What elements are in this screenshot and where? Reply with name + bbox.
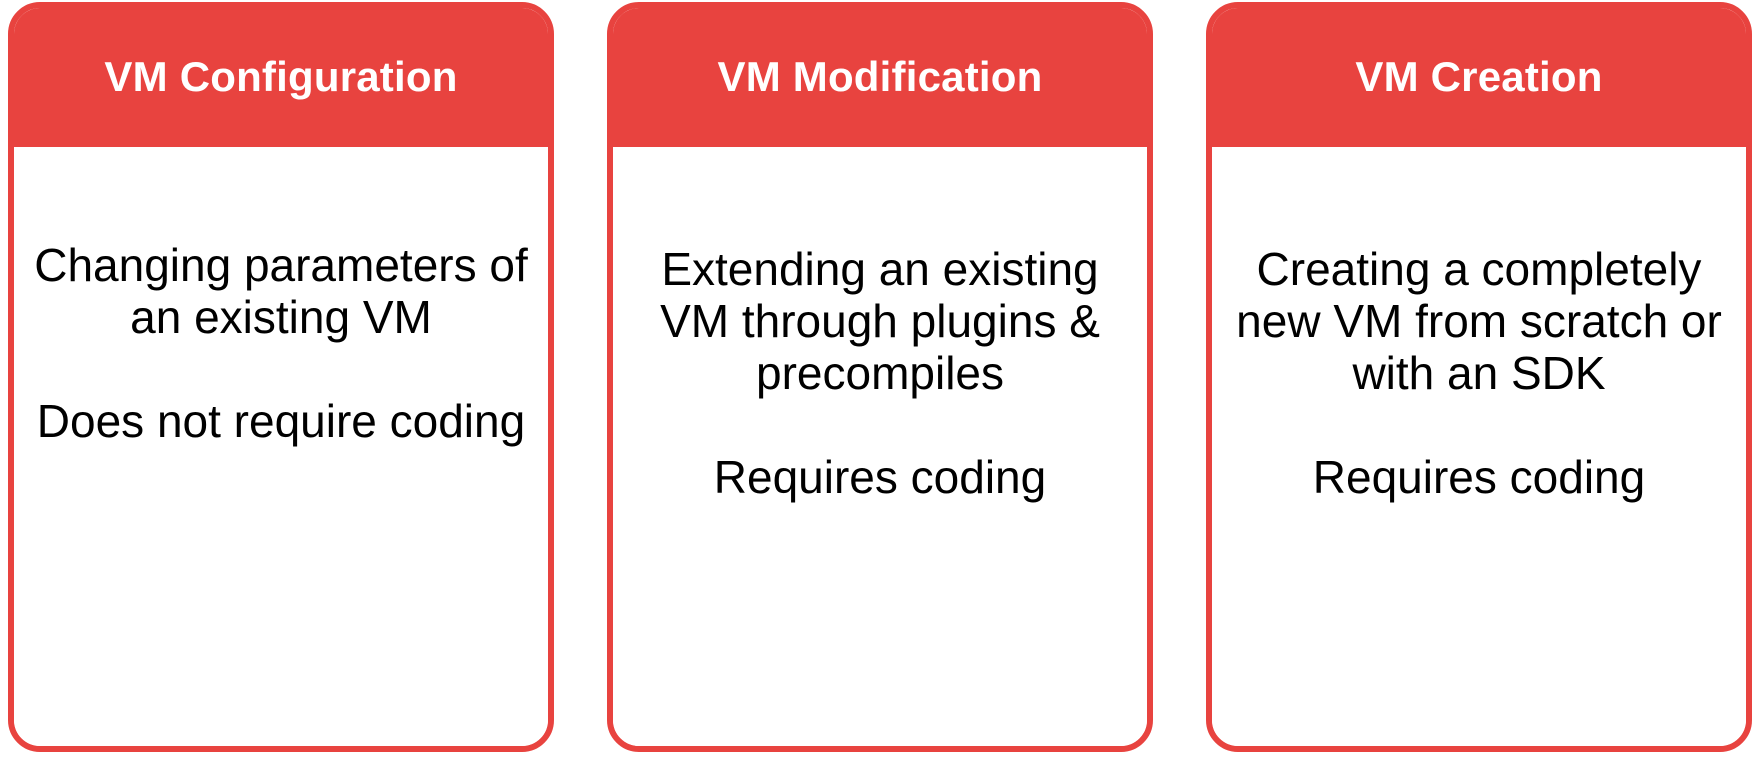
card-body-vm-creation: Creating a completely new VM from scratc… — [1212, 147, 1746, 746]
card-body-text: Extending an existing VM through plugins… — [660, 243, 1100, 503]
card-body-text: Creating a completely new VM from scratc… — [1236, 243, 1722, 503]
card-vm-configuration[interactable]: VM Configuration Changing parameters of … — [8, 2, 554, 752]
card-header-vm-creation: VM Creation — [1212, 8, 1746, 147]
card-title: VM Creation — [1355, 53, 1603, 101]
card-body-vm-modification: Extending an existing VM through plugins… — [613, 147, 1147, 746]
card-header-vm-configuration: VM Configuration — [14, 8, 548, 147]
card-body-text: Changing parameters of an existing VM Do… — [34, 239, 528, 447]
card-title: VM Modification — [717, 53, 1043, 101]
card-title: VM Configuration — [104, 53, 458, 101]
card-vm-creation[interactable]: VM Creation Creating a completely new VM… — [1206, 2, 1752, 752]
card-vm-modification[interactable]: VM Modification Extending an existing VM… — [607, 2, 1153, 752]
card-body-vm-configuration: Changing parameters of an existing VM Do… — [14, 147, 548, 746]
card-header-vm-modification: VM Modification — [613, 8, 1147, 147]
